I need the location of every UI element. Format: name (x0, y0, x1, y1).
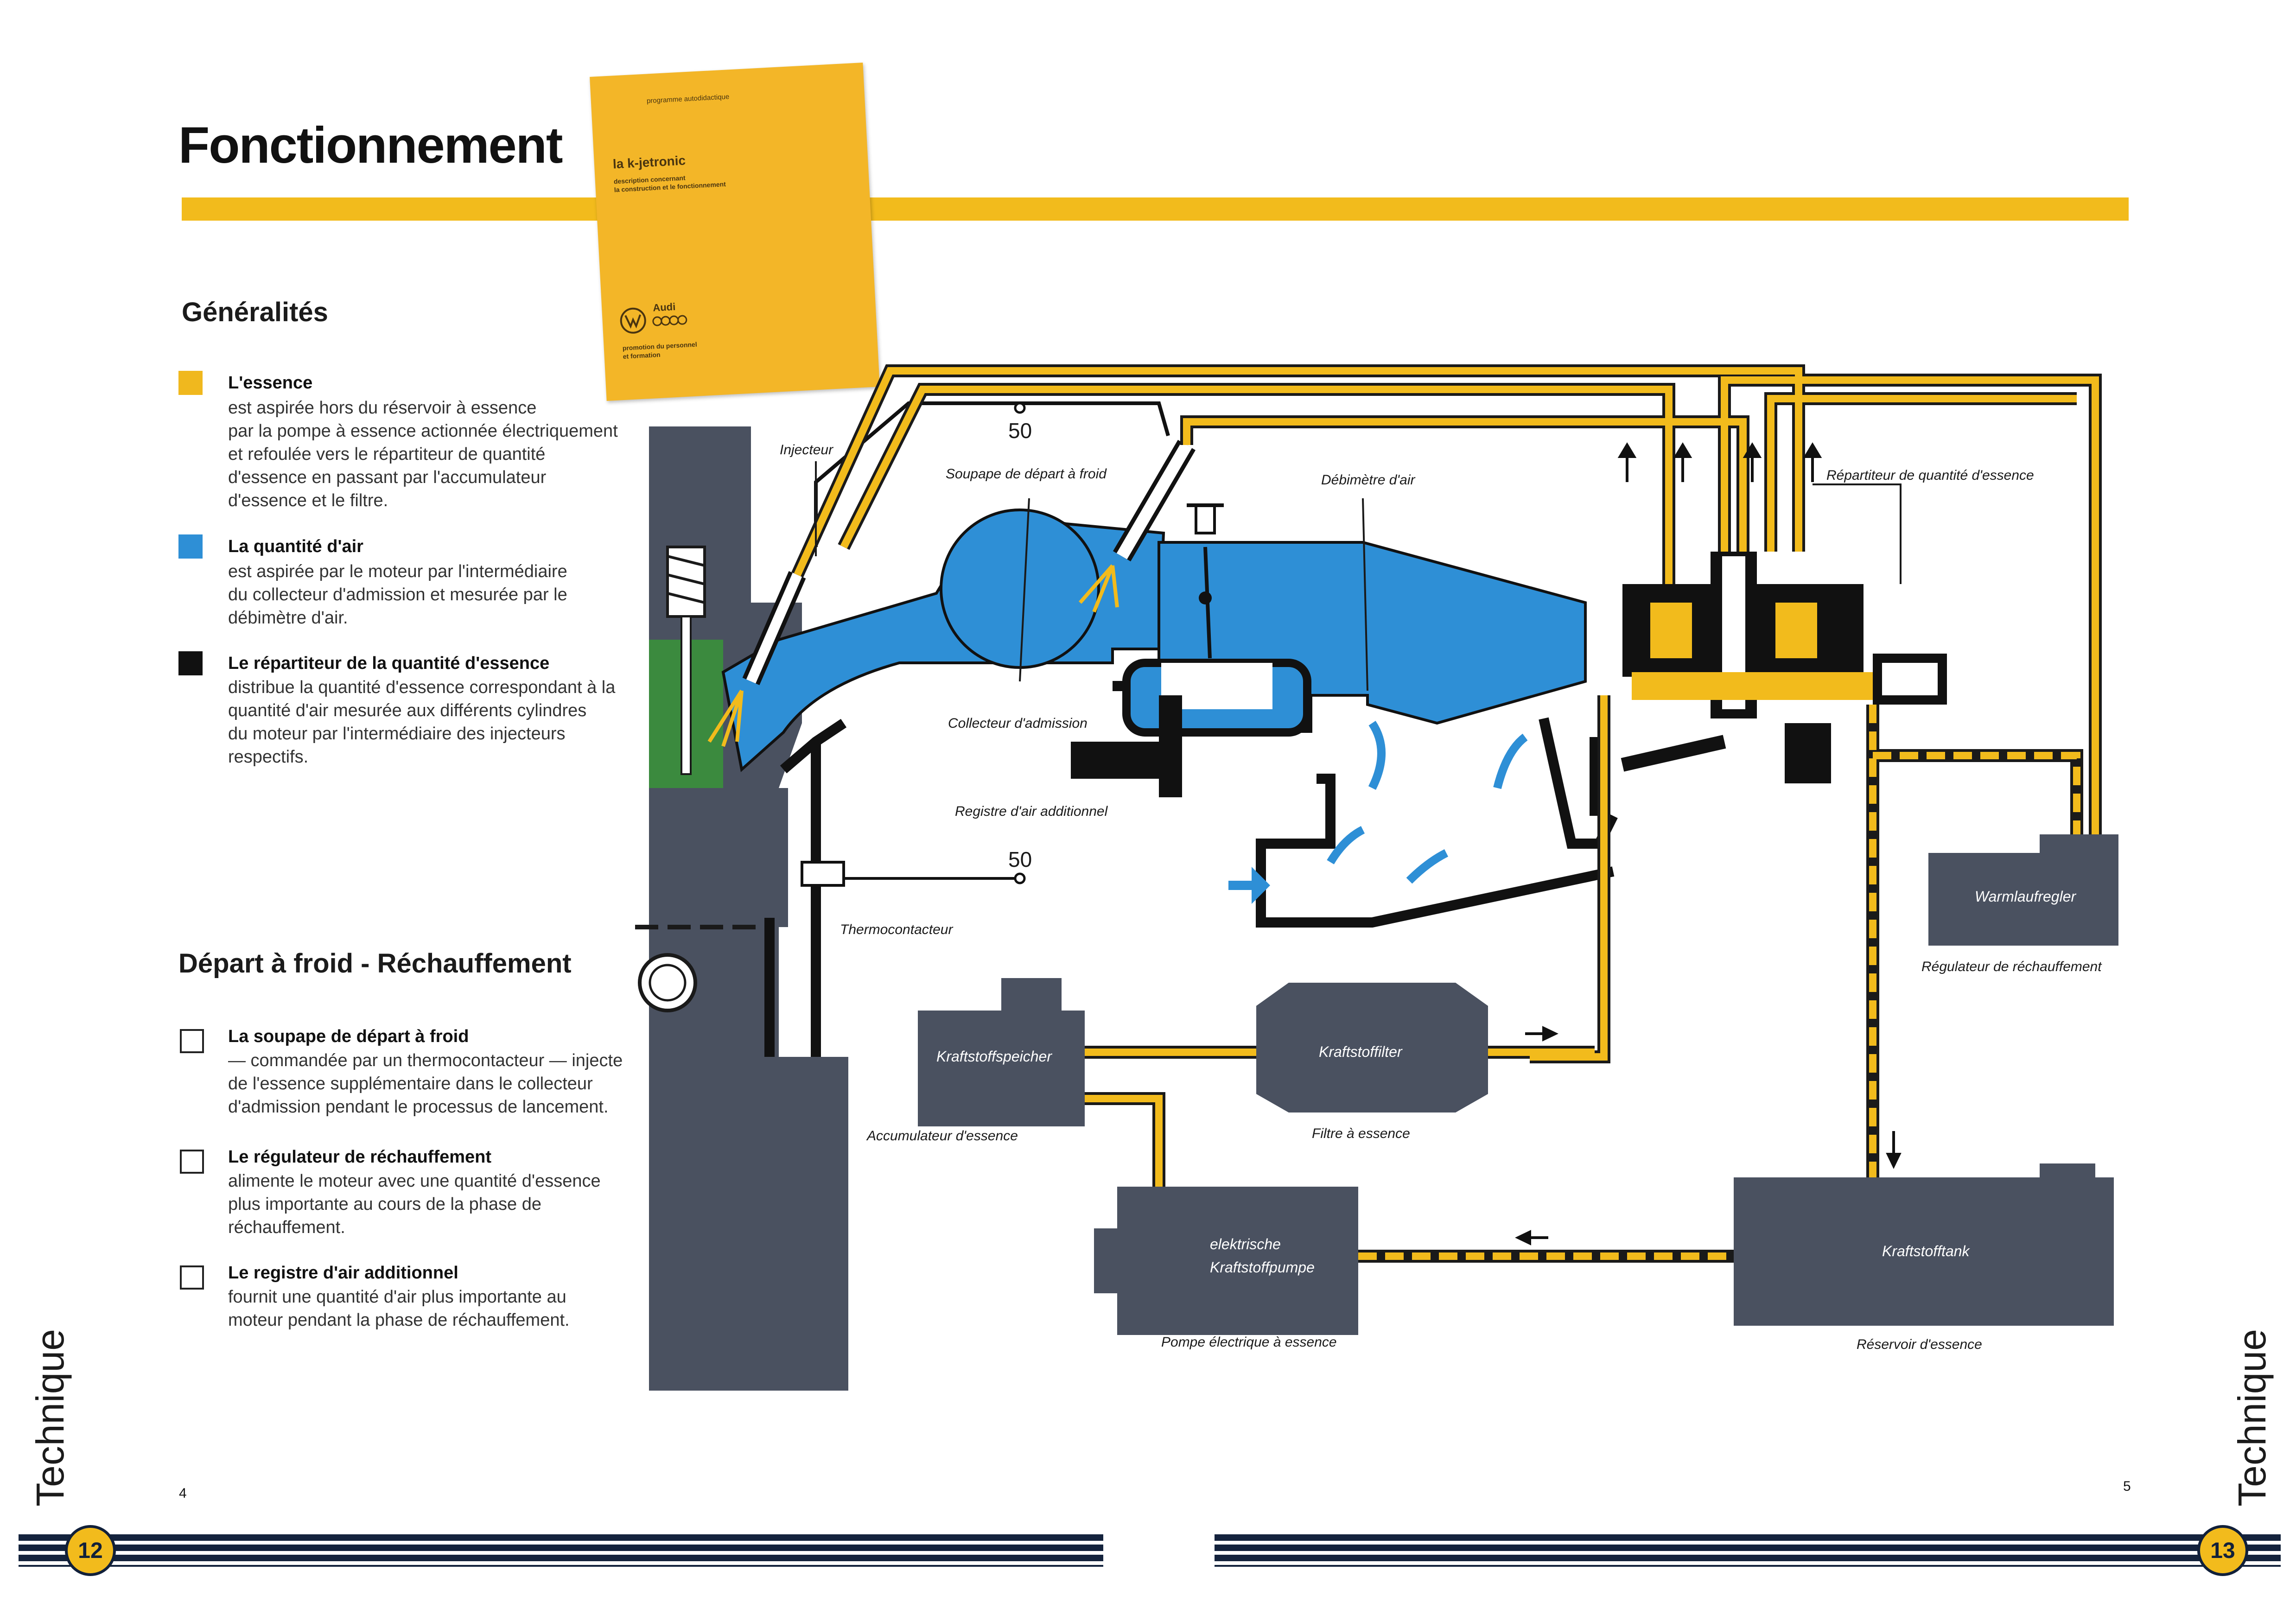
speicher-de-label: Kraftstoffspeicher (936, 1048, 1052, 1065)
tank-de-label: Kraftstofftank (1882, 1243, 1971, 1259)
booklet-cover-image: programme autodidactique la k-jetronic d… (590, 63, 880, 401)
legend-air-heading: La quantité d'air (228, 537, 363, 556)
filter-fr-label: Filtre à essence (1312, 1126, 1410, 1141)
section-title-depart: Départ à froid - Réchauffement (178, 948, 572, 979)
footer-stripes-right (1215, 1534, 2281, 1567)
legend-air-body: est aspirée par le moteur par l'interméd… (228, 562, 567, 628)
kraftstoffspeicher: Kraftstoffspeicher (918, 978, 1085, 1126)
checkbox-regulateur[interactable] (180, 1150, 204, 1174)
speicher-fr-label: Accumulateur d'essence (866, 1128, 1018, 1144)
side-label-right: Technique (2230, 1329, 2274, 1507)
pumpe-fr-label: Pompe électrique à essence (1161, 1335, 1337, 1350)
legend-essence-heading: L'essence (228, 373, 313, 393)
footer-stripes-left (19, 1534, 1103, 1567)
air-color-swatch (178, 534, 203, 559)
flow-arrows (1515, 442, 1902, 1246)
page-badge-left: 12 (65, 1525, 116, 1576)
essence-color-swatch (178, 371, 203, 395)
leader-lines (815, 461, 1902, 691)
kraftstofffilter: Kraftstoffilter (1256, 983, 1488, 1112)
tank-fr-label: Réservoir d'essence (1857, 1337, 1982, 1352)
depart-soupape-heading: La soupape de départ à froid (228, 1027, 469, 1046)
filter-de-label: Kraftstoffilter (1319, 1043, 1403, 1060)
page-number-right: 5 (2123, 1479, 2131, 1494)
pumpe-de-label-2: Kraftstoffpumpe (1210, 1259, 1315, 1276)
section-title-generalites: Généralités (182, 297, 328, 327)
page-badge-right: 13 (2197, 1525, 2248, 1576)
repartiteur-label: Répartiteur de quantité d'essence (1826, 468, 2034, 483)
checkbox-registre[interactable] (180, 1265, 204, 1290)
depart-regulateur-body: alimente le moteur avec une quantité d'e… (228, 1171, 601, 1237)
thermocontactor (801, 861, 1026, 887)
fuel-lines (791, 364, 2102, 1263)
fuel-distributor (1621, 552, 1947, 783)
checkbox-soupape[interactable] (180, 1029, 204, 1053)
wire-number-bottom: 50 (1008, 847, 1032, 871)
cold-start-valve (1078, 439, 1196, 613)
warmlauf-fr-label: Régulateur de réchauffement (1921, 959, 2102, 974)
electric-fuel-pump: elektrische Kraftstoffpumpe (1094, 1187, 1358, 1335)
fuel-tank: Kraftstofftank (1734, 1163, 2114, 1326)
pumpe-de-label-1: elektrische (1210, 1236, 1281, 1252)
collecteur-label: Collecteur d'admission (948, 716, 1088, 731)
distributor-color-swatch (178, 651, 203, 675)
warmlaufregler: Warmlaufregler (1928, 834, 2118, 946)
legend-distributor-body: distribue la quantité d'essence correspo… (228, 678, 616, 767)
page-number-left: 4 (179, 1486, 187, 1501)
manifold-walls (764, 681, 1618, 1057)
injecteur-label: Injecteur (780, 442, 833, 458)
legend-essence-body: est aspirée hors du réservoir à essence … (228, 398, 618, 510)
soupape-label: Soupape de départ à froid (946, 466, 1107, 482)
page-title: Fonctionnement (178, 117, 563, 174)
depart-registre-heading: Le registre d'air additionnel (228, 1263, 458, 1283)
registre-label: Registre d'air additionnel (955, 804, 1108, 819)
thermocontacteur-label: Thermocontacteur (840, 922, 953, 937)
warmlauf-de-label: Warmlaufregler (1975, 888, 2076, 905)
injector (707, 571, 806, 747)
audi-rings-icon (652, 315, 687, 326)
vw-logo-icon (620, 307, 646, 334)
depart-registre-body: fournit une quantité d'air plus importan… (228, 1287, 570, 1330)
depart-regulateur-heading: Le régulateur de réchauffement (228, 1147, 492, 1167)
wire-number-top: 50 (1008, 419, 1032, 443)
legend-distributor-heading: Le répartiteur de la quantité d'essence (228, 654, 550, 673)
title-rule (182, 197, 2129, 221)
air-intake-flow (721, 503, 1587, 904)
side-label-left: Technique (28, 1329, 72, 1507)
debimetre-label: Débimètre d'air (1321, 472, 1415, 488)
aux-air-register (1071, 742, 1164, 779)
depart-soupape-body: — commandée par un thermocontacteur — in… (228, 1051, 623, 1117)
